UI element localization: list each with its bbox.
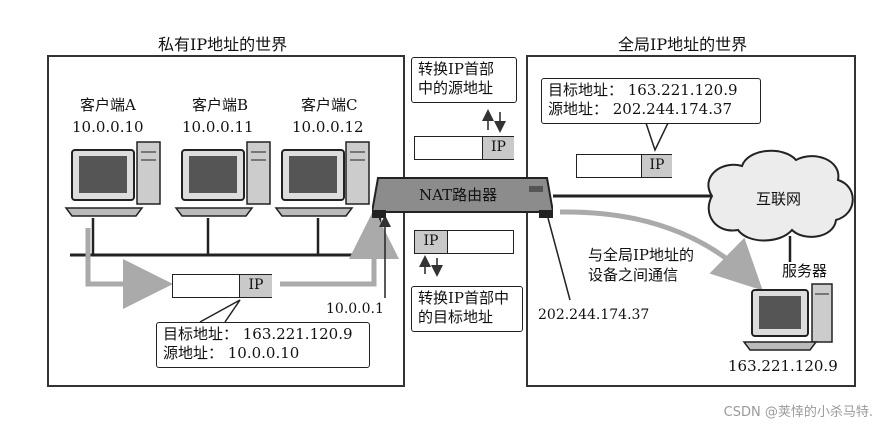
- router-label: NAT路由器: [419, 186, 498, 204]
- client-c-ip: 10.0.0.12: [292, 118, 364, 136]
- packet-ip-label: IP: [239, 275, 272, 297]
- packet-left: IP: [172, 274, 272, 298]
- left-packet-dst: 目标地址： 163.221.120.9: [163, 325, 353, 343]
- client-a-ip: 10.0.0.10: [72, 118, 144, 136]
- packet-right: IP: [576, 154, 672, 178]
- client-b-name: 客户端B: [192, 96, 249, 114]
- watermark: CSDN @荚悻的小杀马特.: [723, 405, 873, 420]
- packet-ip-label: IP: [415, 231, 448, 253]
- server-label: 服务器: [782, 262, 828, 280]
- note-translate-source: 转换IP首部 中的源地址: [411, 57, 517, 103]
- note-top-line2: 中的源地址: [418, 79, 494, 97]
- client-b-ip: 10.0.0.11: [182, 118, 254, 136]
- right-packet-src: 源地址： 202.244.174.37: [548, 100, 733, 118]
- comm-note-line2: 设备之间通信: [588, 266, 679, 284]
- client-a-name: 客户端A: [80, 96, 136, 114]
- right-packet-info: 目标地址： 163.221.120.9 源地址： 202.244.174.37: [541, 78, 761, 124]
- right-packet-dst: 目标地址： 163.221.120.9: [548, 81, 738, 99]
- client-a-computer-icon: [64, 141, 161, 217]
- router-private-ip: 10.0.0.1: [326, 301, 384, 317]
- internet-label: 互联网: [756, 190, 802, 208]
- left-packet-info: 目标地址： 163.221.120.9 源地址： 10.0.0.10: [156, 322, 370, 368]
- packet-top-center: IP: [414, 136, 514, 160]
- private-world-title: 私有IP地址的世界: [158, 35, 288, 54]
- note-translate-destination: 转换IP首部中 的目标地址: [411, 286, 523, 332]
- global-world-title: 全局IP地址的世界: [618, 35, 748, 54]
- comm-note-line1: 与全局IP地址的: [588, 246, 695, 264]
- client-c-name: 客户端C: [301, 96, 358, 114]
- packet-ip-label: IP: [641, 155, 672, 177]
- client-b-computer-icon: [174, 141, 271, 217]
- client-c-computer-icon: [274, 141, 370, 217]
- packet-bottom-center: IP: [414, 230, 514, 254]
- nat-router: NAT路由器: [372, 172, 553, 218]
- left-packet-src: 源地址： 10.0.0.10: [163, 344, 300, 362]
- router-global-ip: 202.244.174.37: [538, 307, 650, 323]
- server-ip: 163.221.120.9: [728, 357, 838, 375]
- note-top-line1: 转换IP首部: [418, 60, 495, 78]
- internet-cloud-icon: [707, 149, 854, 242]
- note-bottom-line1: 转换IP首部中: [418, 289, 510, 307]
- note-bottom-line2: 的目标地址: [418, 308, 494, 326]
- server-computer-icon: [742, 283, 833, 351]
- packet-ip-label: IP: [482, 137, 514, 159]
